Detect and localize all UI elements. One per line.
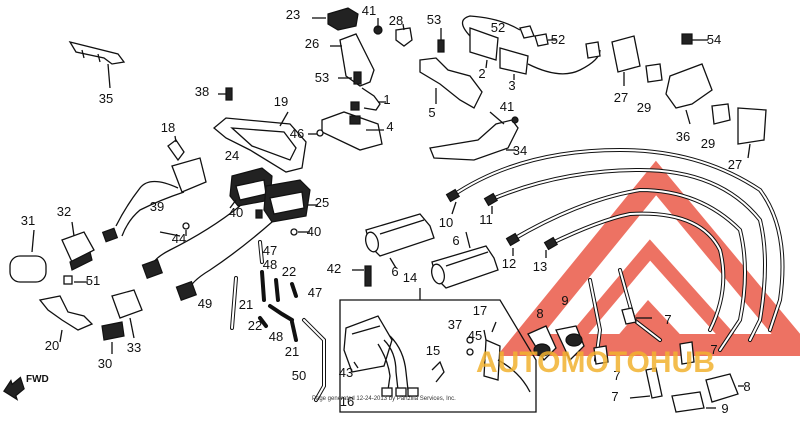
callout-label-22: 22	[248, 318, 262, 333]
part-5-bracket	[419, 57, 483, 109]
watermark-brand: AUTOMOTOHUB	[476, 346, 715, 379]
callout-label-36: 36	[676, 129, 690, 144]
parts-coils-24-25	[141, 167, 318, 302]
callout-label-22: 22	[282, 264, 296, 279]
callout-label-40: 40	[307, 224, 321, 239]
callout-label-2: 2	[478, 66, 485, 81]
callout-label-40: 40	[229, 205, 243, 220]
callout-label-51: 51	[86, 273, 100, 288]
part-34-bracket	[429, 111, 519, 161]
callout-label-19: 19	[274, 94, 288, 109]
callout-label-6: 6	[452, 233, 459, 248]
callout-label-20: 20	[45, 338, 59, 353]
callout-label-7: 7	[664, 312, 671, 327]
callout-label-9: 9	[721, 401, 728, 416]
callout-label-38: 38	[195, 84, 209, 99]
parts-upper-middle	[312, 7, 413, 111]
callout-label-7: 7	[613, 368, 620, 383]
callout-label-10: 10	[439, 215, 453, 230]
callout-label-30: 30	[98, 356, 112, 371]
callout-label-11: 11	[479, 212, 493, 227]
callout-label-14: 14	[403, 270, 417, 285]
callout-label-21: 21	[285, 344, 299, 359]
callout-label-32: 32	[57, 204, 71, 219]
callout-label-15: 15	[426, 343, 440, 358]
callout-label-9: 9	[561, 293, 568, 308]
callout-label-4: 4	[386, 119, 393, 134]
callout-label-6: 6	[391, 264, 398, 279]
callout-label-42: 42	[327, 261, 341, 276]
callout-label-44: 44	[172, 231, 186, 246]
callout-label-18: 18	[161, 120, 175, 135]
callout-label-13: 13	[533, 259, 547, 274]
parts-relays-upper	[437, 15, 601, 80]
callout-label-23: 23	[286, 7, 300, 22]
callout-label-50: 50	[292, 368, 306, 383]
callout-label-37: 37	[448, 317, 462, 332]
fwd-label: FWD	[26, 374, 49, 385]
callout-label-28: 28	[389, 13, 403, 28]
part-19-tray	[212, 111, 307, 173]
callout-label-24: 24	[225, 148, 239, 163]
callout-label-27: 27	[614, 90, 628, 105]
callout-label-41: 41	[500, 99, 514, 114]
parts-hoses	[230, 240, 326, 402]
callout-label-7: 7	[611, 389, 618, 404]
callout-label-16: 16	[340, 394, 354, 409]
callout-label-25: 25	[315, 195, 329, 210]
callout-label-43: 43	[339, 365, 353, 380]
callout-label-41: 41	[362, 3, 376, 18]
part-35-bracket	[68, 40, 126, 89]
watermark-brand-text: AUTOMOTOHUB	[476, 346, 715, 379]
callout-label-35: 35	[99, 91, 113, 106]
callout-label-7: 7	[710, 342, 717, 357]
callout-label-48: 48	[263, 257, 277, 272]
callout-label-47: 47	[263, 243, 277, 258]
callout-label-53: 53	[315, 70, 329, 85]
callout-label-21: 21	[239, 297, 253, 312]
callout-label-17: 17	[473, 303, 487, 318]
callout-label-33: 33	[127, 340, 141, 355]
callout-label-27: 27	[728, 157, 742, 172]
callout-label-39: 39	[150, 199, 164, 214]
parts-left-lower	[9, 221, 143, 354]
callout-label-45: 45	[468, 328, 482, 343]
callout-label-34: 34	[513, 143, 527, 158]
part-18-harness	[101, 135, 207, 243]
callout-label-1: 1	[383, 92, 390, 107]
callout-label-47: 47	[308, 285, 322, 300]
watermark-logo	[496, 160, 800, 356]
callout-label-46: 46	[290, 126, 304, 141]
callout-label-52: 52	[551, 32, 565, 47]
callout-label-12: 12	[502, 256, 516, 271]
part-14-assembly-box	[339, 288, 537, 413]
part-38-bolt	[218, 87, 233, 101]
callout-label-49: 49	[198, 296, 212, 311]
callout-label-8: 8	[536, 306, 543, 321]
callout-label-26: 26	[305, 36, 319, 51]
parts-ignition-coils	[352, 213, 499, 289]
fwd-arrow: FWD	[3, 374, 49, 401]
parts-plug-caps	[527, 307, 744, 413]
part-4-mount	[308, 111, 384, 151]
footnote: Page generated 12-24-2013 by Partzilla S…	[312, 396, 456, 402]
callout-label-54: 54	[707, 32, 721, 47]
callout-label-8: 8	[743, 379, 750, 394]
callout-label-3: 3	[508, 78, 515, 93]
parts-relays-right	[611, 33, 767, 159]
callout-label-31: 31	[21, 213, 35, 228]
parts-bolts-44-40	[159, 222, 310, 237]
callout-label-52: 52	[491, 20, 505, 35]
callout-label-48: 48	[269, 329, 283, 344]
callout-label-53: 53	[427, 12, 441, 27]
callout-label-5: 5	[428, 105, 435, 120]
callout-label-29: 29	[637, 100, 651, 115]
callout-label-29: 29	[701, 136, 715, 151]
